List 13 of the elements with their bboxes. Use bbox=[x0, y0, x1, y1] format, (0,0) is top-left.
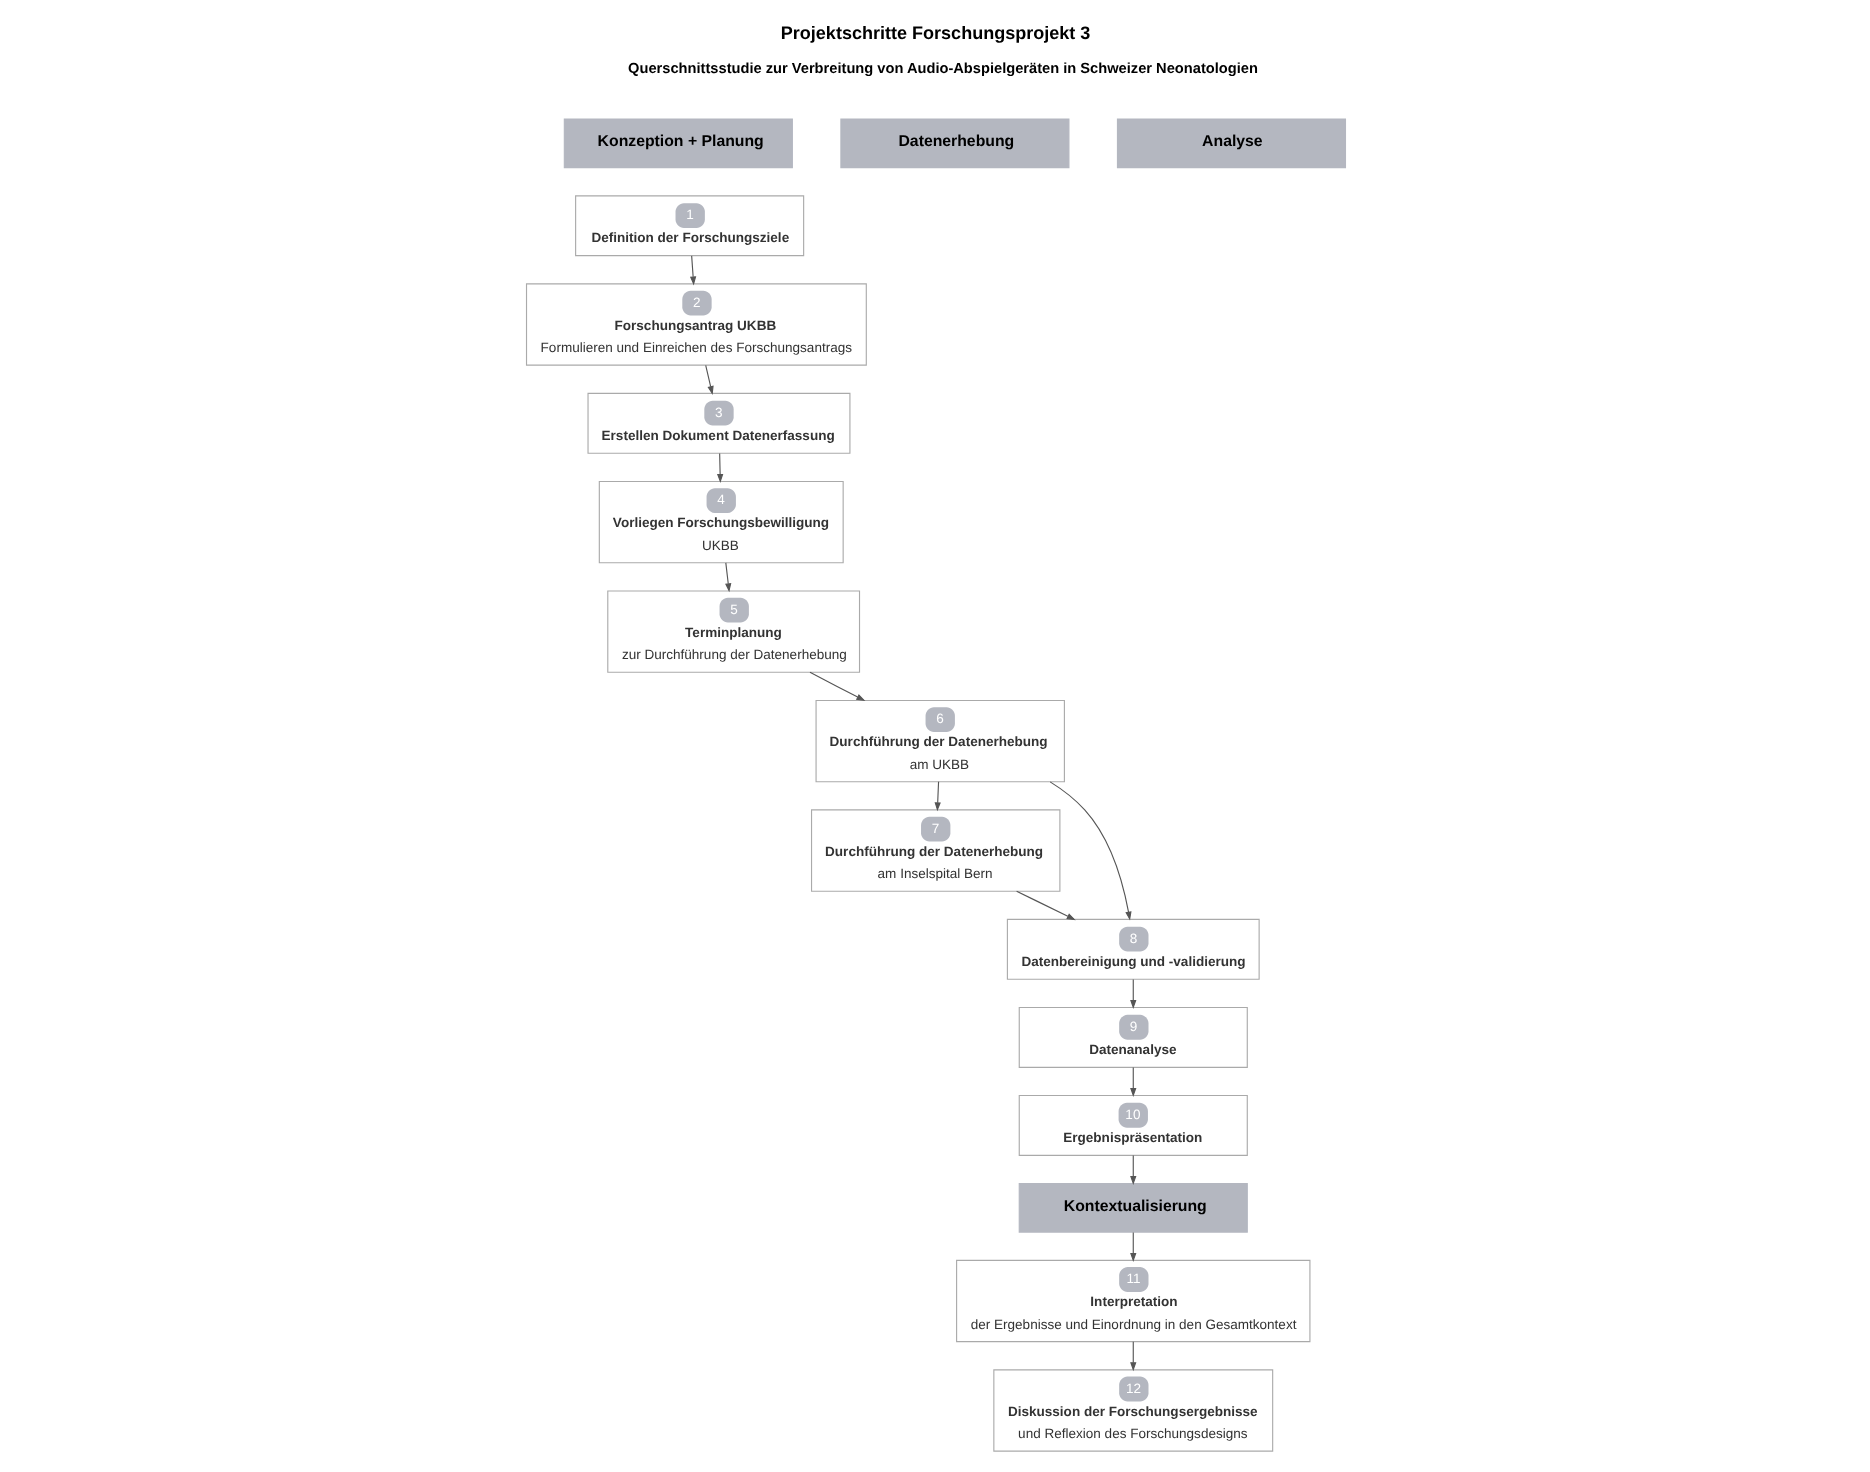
arrow bbox=[1129, 1341, 1136, 1372]
diagram-title: Projektschritte Forschungsprojekt 3 bbox=[779, 22, 1090, 43]
arrow bbox=[933, 781, 940, 812]
arrow bbox=[1048, 781, 1131, 921]
arrow bbox=[716, 452, 723, 483]
arrow bbox=[1129, 978, 1136, 1009]
arrow bbox=[1129, 1154, 1136, 1186]
arrow bbox=[688, 255, 696, 286]
arrow bbox=[1129, 1231, 1136, 1263]
arrow bbox=[808, 671, 865, 702]
arrow bbox=[724, 562, 731, 593]
arrow bbox=[704, 364, 713, 396]
arrow bbox=[1129, 1067, 1136, 1098]
